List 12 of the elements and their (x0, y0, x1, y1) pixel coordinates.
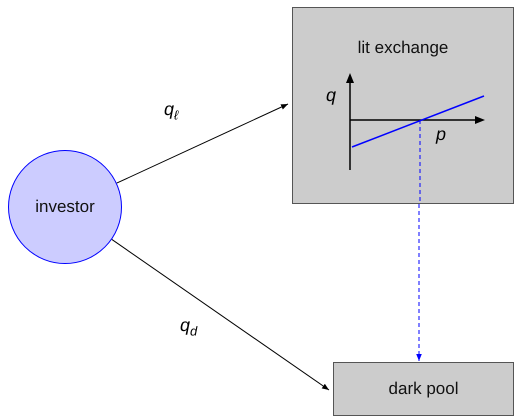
edge-label: q$_{ℓ}$ (164, 100, 178, 122)
arrow (416, 204, 422, 362)
node-label: lit exchange (358, 38, 448, 58)
arrow (111, 238, 330, 390)
venue-box (292, 7, 514, 204)
venue-box (333, 362, 514, 416)
axis-label: p (436, 125, 446, 143)
node-label: investor (35, 197, 95, 217)
arrow (116, 104, 288, 184)
axis-label: q (326, 86, 336, 104)
node-label: dark pool (388, 379, 458, 399)
edge-label: q$_{d}$ (180, 316, 198, 338)
